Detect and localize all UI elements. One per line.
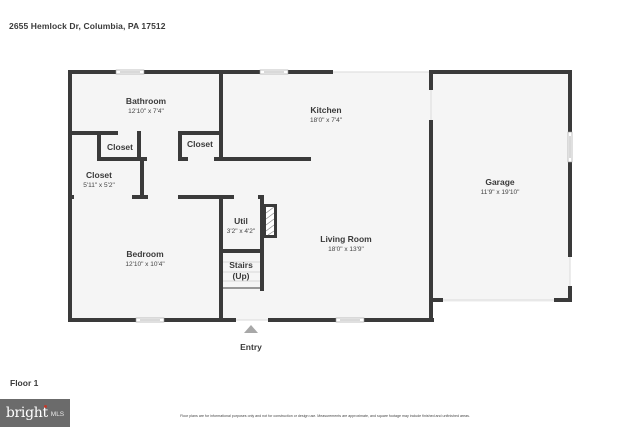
logo-dot-icon (44, 405, 47, 408)
floor-label: Floor 1 (10, 378, 39, 388)
room-bathroom: Bathroom 12'10" x 7'4" (125, 96, 167, 115)
entry-label: Entry (240, 342, 262, 352)
room-closet-1: Closet (107, 142, 133, 152)
entry-arrow-icon (244, 325, 258, 333)
room-kitchen: Kitchen 18'0" x 7'4" (309, 105, 343, 124)
room-closet-3: Closet 5'11" x 5'2" (83, 170, 115, 189)
bright-mls-logo: bright MLS (0, 399, 70, 427)
property-address: 2655 Hemlock Dr, Columbia, PA 17512 (9, 21, 166, 31)
room-living-room: Living Room 18'0" x 13'9" (320, 234, 372, 253)
room-stairs: Stairs (Up) (229, 260, 253, 281)
disclaimer-text: Floor plans are for informational purpos… (180, 414, 470, 418)
room-garage: Garage 11'9" x 19'10" (480, 177, 520, 196)
room-closet-2: Closet (187, 139, 213, 149)
room-bedroom: Bedroom 12'10" x 10'4" (125, 249, 165, 268)
room-util: Util 3'2" x 4'2" (226, 216, 256, 235)
